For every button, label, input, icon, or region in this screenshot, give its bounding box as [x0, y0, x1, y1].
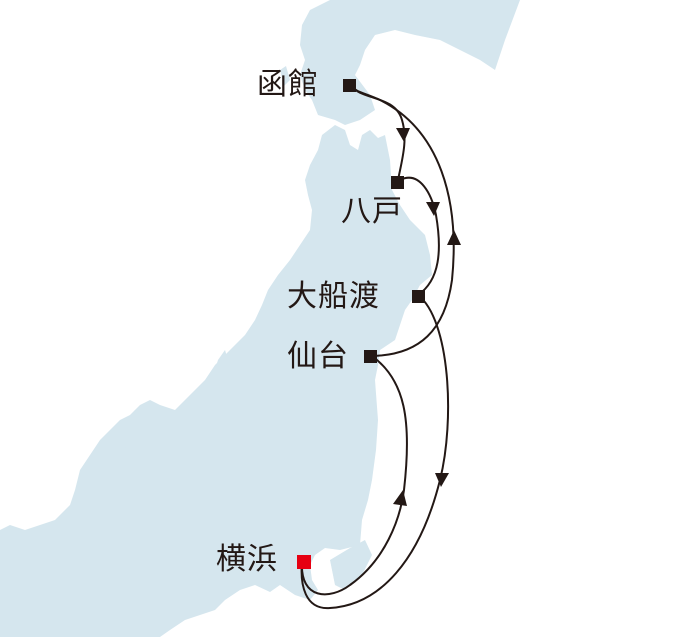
land-sado	[210, 350, 228, 392]
route-ofunato-yokohama	[300, 294, 450, 610]
port-marker-yokohama-home[interactable]	[297, 555, 311, 569]
port-marker-sendai[interactable]	[364, 350, 377, 363]
land-hokkaido	[300, 0, 520, 125]
route-sendai-hakodate	[351, 85, 455, 357]
route-yokohama-sendai	[300, 355, 409, 596]
port-label-yokohama: 横浜	[216, 542, 278, 577]
arrow-down-icon	[396, 128, 410, 142]
arrow-up-icon	[393, 490, 407, 506]
arrow-up-icon	[447, 230, 461, 245]
port-label-hakodate: 函館	[257, 67, 319, 102]
arrow-down-icon	[435, 473, 449, 487]
port-marker-hachinohe[interactable]	[391, 176, 404, 189]
arrow-down-icon	[426, 202, 440, 216]
port-label-sendai: 仙台	[287, 339, 349, 374]
port-label-hachinohe: 八戸	[341, 194, 403, 229]
land-noto	[120, 405, 155, 450]
port-label-ofunato: 大船渡	[287, 279, 380, 314]
port-marker-ofunato[interactable]	[412, 290, 425, 303]
route-hachinohe-ofunato	[399, 176, 440, 296]
port-marker-hakodate[interactable]	[343, 79, 356, 92]
land-boso	[330, 540, 372, 590]
land-hokkaido-island	[280, 66, 290, 86]
